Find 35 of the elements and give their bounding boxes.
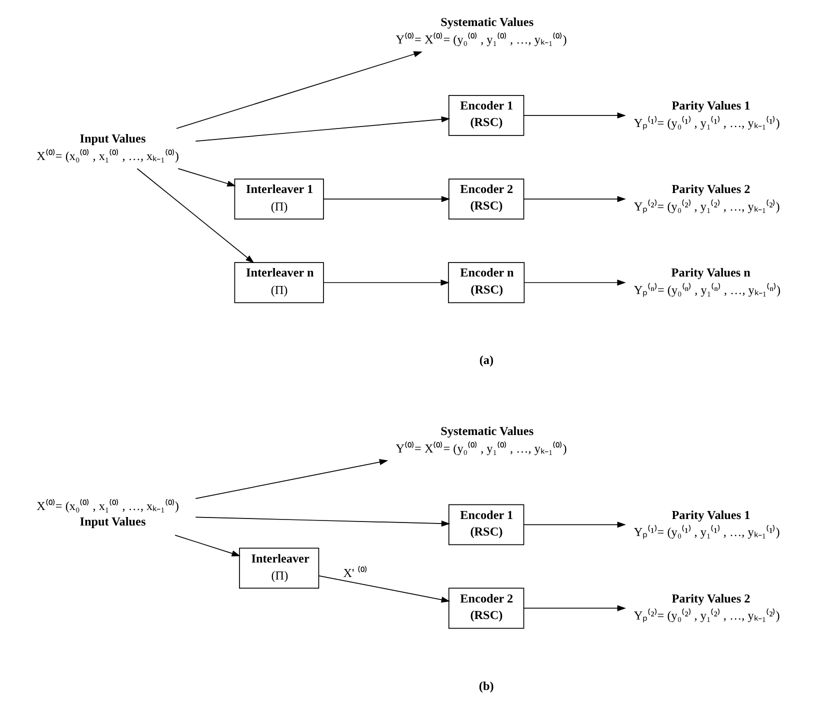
label: (b) xyxy=(478,678,494,693)
node-text: Systematic Values Y⁽⁰⁾= X⁽⁰⁾= (y₀⁽⁰⁾ , y₁⁽⁰⁾ , …, yₖ₋₁⁽⁰⁾) xyxy=(396,14,567,46)
arrow xyxy=(523,112,626,119)
arrow xyxy=(323,280,450,286)
edge-label: X' ⁽⁰⁾ xyxy=(343,566,368,580)
arrow xyxy=(195,116,450,142)
node-text: Parity Values 1 Yₚ⁽¹⁾= (y₀⁽¹⁾ , y₁⁽¹⁾ , …, yₖ₋₁⁽¹⁾) xyxy=(634,508,780,540)
arrow xyxy=(178,168,236,187)
node-text: X⁽⁰⁾= (x₀⁽⁰⁾ , x₁⁽⁰⁾ , …, xₖ₋₁⁽⁰⁾) Input Values xyxy=(36,499,179,529)
arrow xyxy=(174,534,240,556)
arrow xyxy=(176,51,422,129)
node-box: Encoder n (RSC) xyxy=(448,262,525,304)
node-text: Parity Values n Yₚ⁽ⁿ⁾= (y₀⁽ⁿ⁾ , y₁⁽ⁿ⁾ , …, yₖ₋₁⁽ⁿ⁾) xyxy=(634,266,781,298)
arrow xyxy=(136,168,254,264)
node-box: Interleaver n (Π) xyxy=(234,262,324,304)
node-text: Parity Values 2 Yₚ⁽²⁾= (y₀⁽²⁾ , y₁⁽²⁾ , …, yₖ₋₁⁽²⁾) xyxy=(634,591,780,623)
node-box: Interleaver (Π) xyxy=(239,548,320,589)
node-text: Input Values X⁽⁰⁾= (x₀⁽⁰⁾ , x₁⁽⁰⁾ , …, xₖ₋₁⁽⁰⁾) xyxy=(36,132,179,164)
node-box: Interleaver 1 (Π) xyxy=(234,178,324,220)
arrow xyxy=(523,522,626,528)
arrow xyxy=(195,459,388,499)
node-text: Parity Values 1 Yₚ⁽¹⁾= (y₀⁽¹⁾ , y₁⁽¹⁾ , …, yₖ₋₁⁽¹⁾) xyxy=(634,98,780,130)
arrow xyxy=(323,196,450,202)
arrow xyxy=(523,196,626,202)
node-box: Encoder 1 (RSC) xyxy=(448,504,524,546)
arrow xyxy=(523,605,626,612)
node-text: Parity Values 2 Yₚ⁽²⁾= (y₀⁽²⁾ , y₁⁽²⁾ , …, yₖ₋₁⁽²⁾) xyxy=(634,182,780,214)
node-text: Systematic Values Y⁽⁰⁾= X⁽⁰⁾= (y₀⁽⁰⁾ , y₁⁽⁰⁾ , …, yₖ₋₁⁽⁰⁾) xyxy=(396,424,567,456)
arrow xyxy=(195,516,450,527)
label: (a) xyxy=(479,353,494,368)
node-box: Encoder 1 (RSC) xyxy=(448,95,524,136)
arrow xyxy=(318,575,450,603)
node-box: Encoder 2 (RSC) xyxy=(448,178,524,220)
node-box: Encoder 2 (RSC) xyxy=(448,588,524,629)
arrow xyxy=(524,280,626,286)
